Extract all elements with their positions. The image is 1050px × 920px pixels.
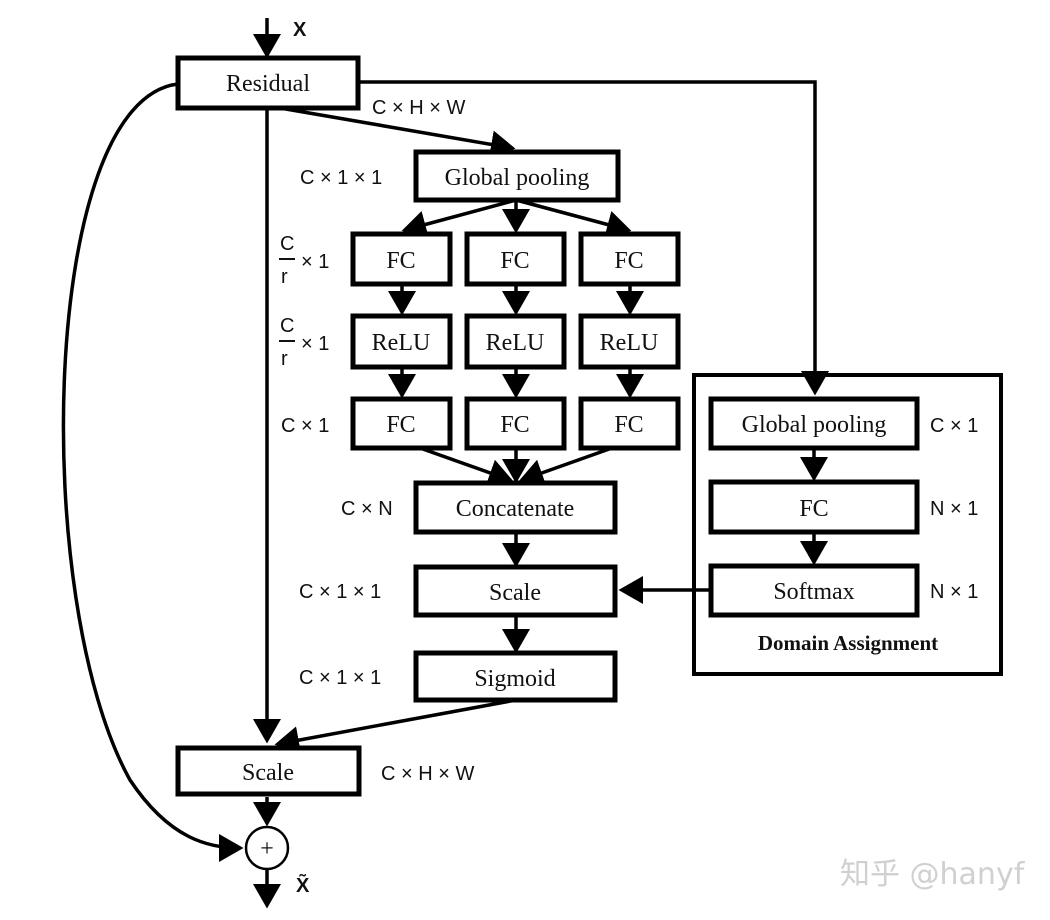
concatenate-block: Concatenate <box>413 480 618 535</box>
global-pooling-dim: C × 1 × 1 <box>300 167 382 189</box>
domain-global-pooling-label: Global pooling <box>742 412 887 438</box>
scale-out-label: Scale <box>242 760 294 786</box>
input-label: X <box>293 19 307 41</box>
relu-dim-suffix: × 1 <box>301 333 329 355</box>
sigmoid-label: Sigmoid <box>474 666 555 692</box>
relu-label: ReLU <box>486 330 545 356</box>
relu-label: ReLU <box>372 330 431 356</box>
relu-row: ReLU ReLU ReLU <box>350 313 681 370</box>
relu-dim: C r × 1 <box>279 315 329 370</box>
sigmoid-scaleout-arrow <box>274 698 517 754</box>
fc1-row: FC FC FC <box>350 231 681 287</box>
fc-concat-arrow <box>419 446 514 487</box>
fc2-label: FC <box>614 412 643 438</box>
domain-fc-dim: N × 1 <box>930 498 978 520</box>
sigmoid-dim: C × 1 × 1 <box>299 667 381 689</box>
sigmoid-block: Sigmoid <box>413 650 618 703</box>
pool-to-fc3-arrow <box>515 198 632 239</box>
relu-dim-den: r <box>281 348 288 370</box>
fc1-dim: C r × 1 <box>279 233 329 288</box>
global-pooling-label: Global pooling <box>445 165 590 191</box>
pool-to-fc1-arrow <box>401 198 517 239</box>
domain-global-pooling-dim: C × 1 <box>930 415 978 437</box>
scale-out-block: Scale <box>175 745 362 797</box>
concatenate-label: Concatenate <box>456 496 575 522</box>
scale-mid-block: Scale <box>413 564 618 618</box>
fc-concat-arrow <box>518 446 613 487</box>
global-pooling-block: Global pooling <box>413 149 621 203</box>
fc1-dim-num: C <box>280 233 294 255</box>
fc1-dim-suffix: × 1 <box>301 251 329 273</box>
domain-softmax-dim: N × 1 <box>930 581 978 603</box>
relu-dim-num: C <box>280 315 294 337</box>
residual-label: Residual <box>226 71 310 97</box>
residual-block: Residual <box>175 55 361 111</box>
residual-to-pooling-arrow <box>279 106 516 159</box>
relu-label: ReLU <box>600 330 659 356</box>
residual-to-domain-line <box>358 80 829 396</box>
scale-mid-label: Scale <box>489 580 541 606</box>
fc1-label: FC <box>614 248 643 274</box>
add-node: + <box>244 825 290 871</box>
fc1-label: FC <box>500 248 529 274</box>
watermark: 知乎 @hanyf <box>840 857 1026 892</box>
output-label: X̃ <box>296 873 310 897</box>
domain-assignment-panel: Global pooling C × 1 FC N × 1 Softmax N … <box>692 373 1003 676</box>
fc2-dim: C × 1 <box>281 415 329 437</box>
scale-out-dim: C × H × W <box>381 763 474 785</box>
concatenate-dim: C × N <box>341 498 393 520</box>
skip-connection-curve <box>61 82 244 862</box>
domain-assignment-title: Domain Assignment <box>758 631 938 655</box>
fc2-label: FC <box>500 412 529 438</box>
fc2-label: FC <box>386 412 415 438</box>
connectors <box>61 18 829 909</box>
add-symbol: + <box>260 836 274 862</box>
scale-mid-dim: C × 1 × 1 <box>299 581 381 603</box>
fc1-label: FC <box>386 248 415 274</box>
residual-dim: C × H × W <box>372 97 465 119</box>
fc1-dim-den: r <box>281 266 288 288</box>
fc2-row: FC FC FC <box>350 396 681 451</box>
domain-fc-label: FC <box>799 496 828 522</box>
domain-softmax-label: Softmax <box>773 579 854 605</box>
